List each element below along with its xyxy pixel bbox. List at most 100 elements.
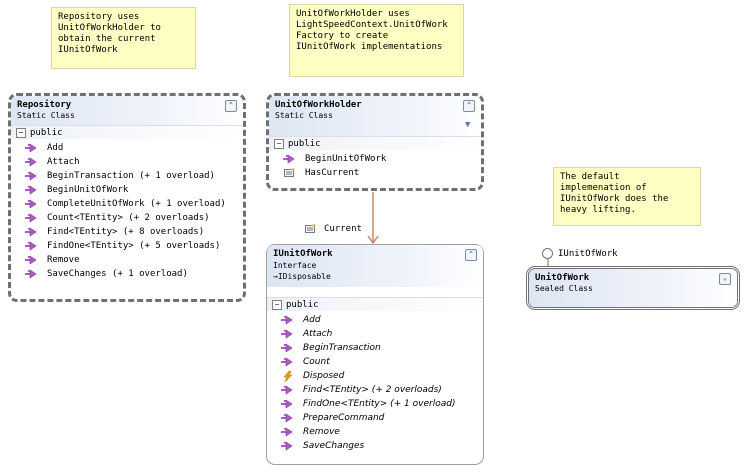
method-icon [25,269,39,279]
member-row[interactable]: SaveChanges (+ 1 overload) [25,267,243,281]
section-label: public [286,299,319,310]
section-header-public[interactable]: − public [269,136,481,150]
member-row[interactable]: BeginTransaction (+ 1 overload) [25,169,243,183]
collapse-minus-icon[interactable]: − [16,127,26,138]
unitofwork-note: The default implemenation of IUnitOfWork… [553,167,701,226]
property-icon [304,224,318,234]
member-name: Remove [303,427,340,437]
member-name: SaveChanges [303,441,365,451]
member-name: Attach [303,329,333,339]
method-icon [25,213,39,223]
collapse-minus-icon[interactable]: − [274,138,284,149]
member-name: Add [47,143,64,153]
method-icon [281,399,295,409]
member-row[interactable]: FindOne<TEntity> (+ 5 overloads) [25,239,243,253]
interface-stereotype: Interface [273,261,317,270]
class-stereotype: Static Class [17,111,75,120]
member-row[interactable]: Add [25,141,243,155]
method-icon [281,315,295,325]
member-name: BeginUnitOfWork [47,185,129,195]
interface-title: IUnitOfWork [273,249,333,259]
member-row[interactable]: CompleteUnitOfWork (+ 1 overload) [25,197,243,211]
member-name: Find<TEntity> (+ 8 overloads) [47,227,205,237]
inherits-name: IDisposable [277,272,331,281]
member-row[interactable]: BeginUnitOfWork [25,183,243,197]
inherits-row: →IDisposable [273,271,477,282]
member-name: PrepareCommand [303,413,385,423]
section-header-public[interactable]: − public [11,125,243,139]
method-icon [25,199,39,209]
member-name: CompleteUnitOfWork (+ 1 overload) [47,199,226,209]
member-name: Find<TEntity> (+ 2 overloads) [303,385,442,395]
member-row[interactable]: Find<TEntity> (+ 8 overloads) [25,225,243,239]
collapse-minus-icon[interactable]: − [272,299,282,310]
class-title: UnitOfWorkHolder [275,100,362,110]
member-name: Attach [47,157,80,167]
collapse-chevron-icon[interactable]: ⌃ [225,100,237,112]
member-row[interactable]: FindOne<TEntity> (+ 1 overload) [281,397,483,411]
event-icon [281,370,295,382]
method-icon [281,385,295,395]
member-row[interactable]: PrepareCommand [281,411,483,425]
unitofwork-class[interactable]: UnitOfWork Sealed Class ⌄ [526,266,740,310]
class-title: UnitOfWork [535,273,590,283]
method-icon [281,343,295,353]
member-row[interactable]: Disposed [281,369,483,383]
member-row[interactable]: Count<TEntity> (+ 2 overloads) [25,211,243,225]
method-icon [281,427,295,437]
member-name: FindOne<TEntity> (+ 1 overload) [303,399,456,409]
implements-lollipop: IUnitOfWork [542,248,618,259]
member-row[interactable]: Find<TEntity> (+ 2 overloads) [281,383,483,397]
method-icon [281,329,295,339]
method-icon [281,357,295,367]
member-row[interactable]: Remove [25,253,243,267]
method-icon [281,441,295,451]
repository-note: Repository uses UnitOfWorkHolder to obta… [51,7,196,69]
association-name: Current [324,224,362,234]
member-name: FindOne<TEntity> (+ 5 overloads) [47,241,221,251]
unitofwork-header: UnitOfWork Sealed Class ⌄ [529,269,737,307]
member-name: Add [303,315,321,325]
member-row[interactable]: SaveChanges [281,439,483,453]
filter-icon[interactable]: ▼ [465,120,471,130]
member-name: Count [303,357,330,367]
member-row[interactable]: HasCurrent [283,166,481,180]
member-name: BeginTransaction [303,343,381,353]
collapse-chevron-icon[interactable]: ⌃ [465,249,477,261]
member-name: Disposed [303,371,345,381]
method-icon [25,227,39,237]
lollipop-circle-icon [542,248,553,259]
property-icon [283,168,297,178]
member-row[interactable]: BeginTransaction [281,341,483,355]
member-name: BeginUnitOfWork [305,154,387,164]
member-row[interactable]: Count [281,355,483,369]
member-name: BeginTransaction (+ 1 overload) [47,171,215,181]
inherits-arrow-icon: → [273,272,278,281]
method-icon [25,241,39,251]
method-icon [25,157,39,167]
unitofworkholder-class[interactable]: UnitOfWorkHolder Static Class ⌃ ▼ − publ… [266,93,484,191]
iunitofwork-interface[interactable]: IUnitOfWork Interface →IDisposable ⌃ − p… [266,244,484,465]
unitofworkholder-note: UnitOfWorkHolder uses LightSpeedContext.… [289,4,464,77]
class-stereotype: Sealed Class [535,284,593,293]
member-row[interactable]: Attach [25,155,243,169]
section-label: public [30,127,63,138]
member-row[interactable]: Add [281,313,483,327]
method-icon [25,185,39,195]
member-row[interactable]: BeginUnitOfWork [283,152,481,166]
collapse-chevron-icon[interactable]: ⌃ [463,100,475,112]
member-row[interactable]: Attach [281,327,483,341]
section-header-public[interactable]: − public [267,297,483,311]
expand-chevron-icon[interactable]: ⌄ [719,273,731,285]
class-title: Repository [17,100,72,110]
class-stereotype: Static Class [275,111,333,120]
method-icon [25,143,39,153]
implemented-interface-name: IUnitOfWork [558,248,618,259]
member-row[interactable]: Remove [281,425,483,439]
unitofworkholder-header: UnitOfWorkHolder Static Class ⌃ ▼ [269,96,481,136]
member-name: Remove [47,255,80,265]
